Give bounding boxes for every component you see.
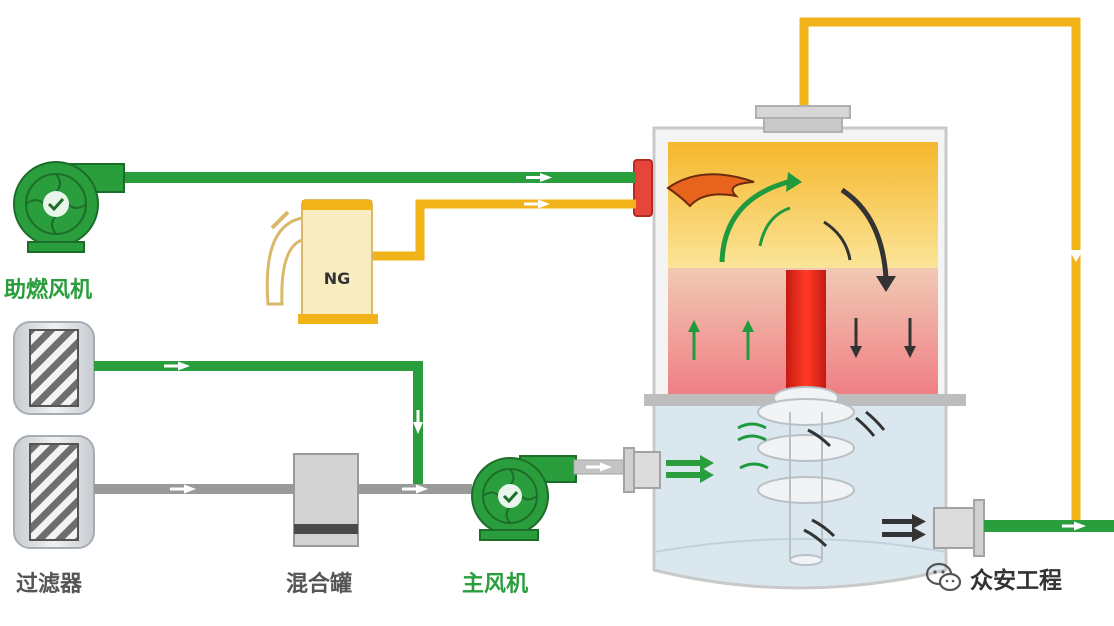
pipe-flow-arrow (170, 484, 196, 494)
circulation-arrow (758, 206, 791, 247)
ng-label: NG (324, 269, 351, 288)
exhaust-pipe (799, 17, 1081, 526)
outlet-flange (933, 499, 985, 557)
pipe-flow-arrow (402, 484, 428, 494)
pipe-flow-arrow (526, 173, 552, 182)
rotor-assembly (757, 386, 855, 566)
circulation-arrow (719, 179, 789, 263)
outlet-flow-arrows (882, 514, 926, 542)
combustion-fan-label: 助燃风机 (4, 278, 93, 303)
inlet-flange (623, 447, 661, 493)
downflow-arrows (850, 318, 916, 358)
flame-icon (666, 173, 755, 208)
gas-dispenser-icon (265, 199, 378, 324)
main-fan-label: 主风机 (462, 572, 529, 597)
mixing-tank (293, 453, 359, 547)
bypass-air-pipe (94, 361, 423, 488)
watermark-text: 众安工程 (970, 568, 1062, 594)
mixing-tank-label: 混合罐 (286, 572, 353, 597)
outlet-green-pipe (984, 520, 1114, 532)
combustion-fan (13, 161, 125, 253)
pipe-flow-arrow (1062, 521, 1086, 531)
air-filter-lower (13, 435, 95, 549)
swirl-arcs (737, 410, 886, 548)
pipe-flow-arrow (413, 410, 423, 434)
pipe-flow-arrow (164, 361, 190, 371)
circulation-arrowhead (786, 172, 802, 192)
pipe-flow-arrow (524, 199, 550, 209)
circulation-arrow (840, 187, 889, 279)
pipe-flow-arrow (586, 462, 612, 472)
ng-gas-pipe (372, 199, 636, 261)
burner-nozzle (633, 159, 653, 217)
check-icon (43, 191, 69, 217)
check-icon (498, 484, 522, 508)
inlet-flow-arrows (666, 455, 714, 483)
watermark: 众安工程 (924, 560, 1062, 596)
upflow-arrows (688, 320, 754, 360)
combustion-air-pipe (120, 172, 636, 183)
circulation-arrowhead (876, 276, 896, 292)
exhaust-flow-arrow (1069, 250, 1083, 262)
main-fan (471, 455, 577, 541)
heating-column (786, 270, 826, 390)
circulation-arrow (823, 220, 852, 261)
filter-label: 过滤器 (16, 572, 83, 597)
air-filter-upper (13, 321, 95, 415)
wechat-icon (925, 562, 962, 592)
